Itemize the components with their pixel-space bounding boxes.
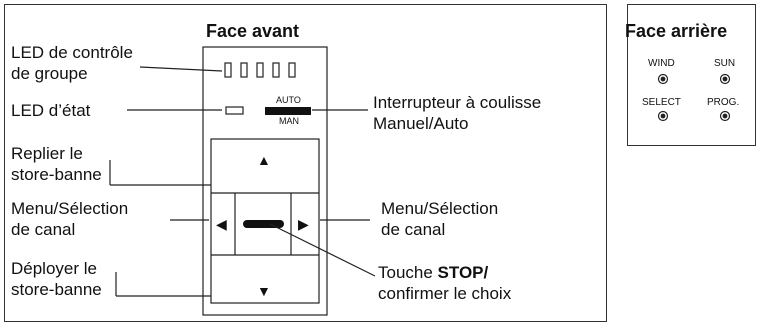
label-stop-1: Touche STOP/ [378, 262, 488, 283]
label-stop-2: confirmer le choix [378, 284, 512, 303]
back-port-dots [657, 73, 731, 122]
group-led-1 [224, 62, 232, 78]
prog-port-label: PROG. [707, 97, 740, 108]
switch-man-label: MAN [279, 116, 299, 126]
group-led-indicators [224, 62, 296, 78]
label-menu-right-2: de canal [381, 220, 446, 239]
select-port-label: SELECT [642, 97, 681, 108]
slide-switch [265, 107, 311, 115]
leader-lines [109, 66, 376, 297]
down-arrow-icon[interactable]: ▼ [257, 283, 271, 299]
label-retract-2: store-banne [11, 165, 102, 184]
label-deploy-1: Déployer le [11, 259, 97, 278]
sun-port-label: SUN [714, 58, 736, 69]
label-led-state: LED d’état [11, 101, 91, 120]
back-panel-frame [627, 4, 756, 146]
right-arrow-icon[interactable]: ▶ [298, 216, 309, 232]
label-menu-left-2: de canal [11, 220, 76, 239]
label-deploy-2: store-banne [11, 280, 102, 299]
label-stop-bold: STOP/ [437, 263, 489, 282]
state-led [225, 106, 244, 115]
label-switch-1: Interrupteur à coulisse [373, 93, 542, 112]
left-arrow-icon[interactable]: ◀ [216, 216, 227, 232]
front-panel-frame [4, 4, 607, 322]
label-retract-1: Replier le [11, 144, 83, 163]
front-title: Face avant [206, 21, 300, 41]
label-led-group-1: LED de contrôle [11, 43, 133, 62]
wind-port-label: WIND [648, 58, 675, 69]
back-title: Face arrière [625, 21, 728, 41]
group-led-3 [256, 62, 264, 78]
label-menu-right-1: Menu/Sélection [381, 199, 499, 218]
group-led-2 [240, 62, 248, 78]
label-stop-prefix: Touche [378, 263, 438, 282]
group-led-5 [288, 62, 296, 78]
label-menu-left-1: Menu/Sélection [11, 199, 129, 218]
label-led-group-2: de groupe [11, 64, 88, 83]
up-arrow-icon[interactable]: ▲ [257, 152, 271, 168]
switch-auto-label: AUTO [276, 95, 301, 105]
group-led-4 [272, 62, 280, 78]
stop-button-bar [243, 220, 284, 228]
label-switch-2: Manuel/Auto [373, 114, 469, 133]
